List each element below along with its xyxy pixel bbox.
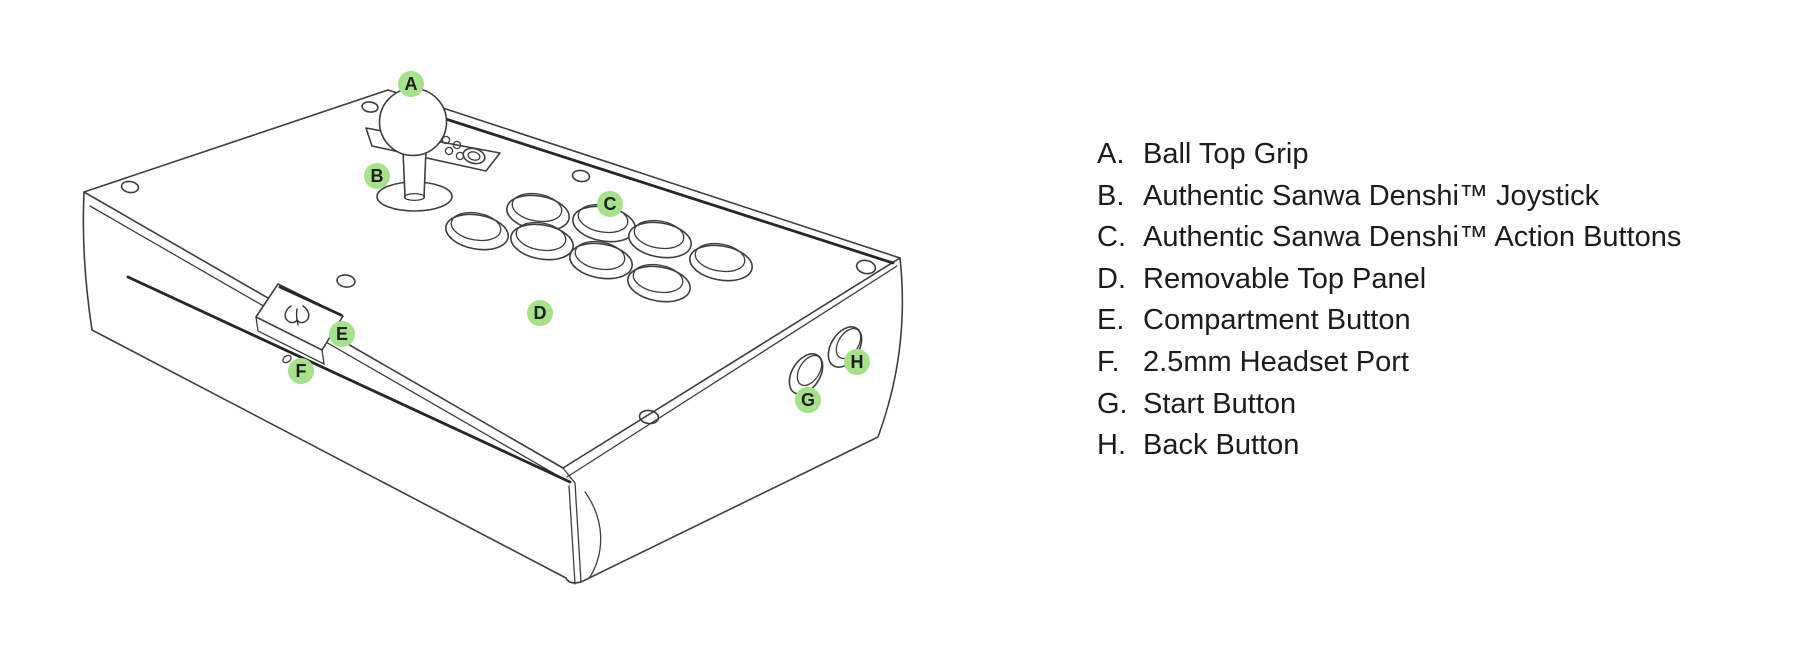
legend-item: F. 2.5mm Headset Port (1097, 342, 1681, 384)
parts-legend: A. Ball Top Grip B. Authentic Sanwa Denshi… (1097, 134, 1681, 467)
screw-hole (120, 180, 140, 194)
shadow-front-left (126, 275, 572, 484)
arcade-stick-illustration (82, 87, 904, 585)
corner-post-line1 (574, 482, 582, 583)
action-button (628, 219, 692, 259)
legend-key: B. (1097, 179, 1125, 212)
shadow-back-right (394, 101, 895, 265)
legend-item: C. Authentic Sanwa Denshi™ Action Buttons (1097, 217, 1681, 259)
legend-label: Compartment Button (1143, 304, 1411, 337)
screw-hole (336, 274, 356, 288)
corner-curve (584, 491, 602, 578)
joystick (376, 87, 453, 212)
callout-badge-g: G (795, 387, 821, 413)
callout-badge-a: A (398, 71, 424, 97)
legend-key: C. (1097, 221, 1126, 254)
legend-label: Ball Top Grip (1143, 138, 1309, 170)
callout-badge-d: D (527, 300, 553, 326)
joystick-shaft (402, 149, 427, 198)
callout-badge-f: F (288, 358, 314, 384)
rim-seam-front-right (566, 265, 898, 478)
callout-badge-e: E (329, 321, 355, 347)
compartment-door-lip (255, 316, 325, 366)
legend-label: Start Button (1143, 387, 1297, 420)
legend-label: Authentic Sanwa Denshi™ Action Buttons (1143, 221, 1682, 254)
legend-item: B. Authentic Sanwa Denshi™ Joystick (1097, 176, 1681, 218)
headset-port (282, 354, 292, 364)
compartment-door (255, 283, 344, 351)
callout-badge-c: C (597, 191, 623, 217)
legend-key: F. (1097, 345, 1120, 378)
razer-logo-icon (284, 305, 310, 326)
legend-item: G. Start Button (1097, 384, 1681, 426)
screw-hole (638, 409, 660, 425)
legend-label: Removable Top Panel (1143, 262, 1427, 295)
action-button (445, 211, 509, 251)
legend-label: 2.5mm Headset Port (1143, 345, 1409, 378)
screw-hole (855, 259, 877, 275)
start-button (788, 353, 824, 395)
ball-top (378, 87, 448, 157)
action-button (569, 240, 633, 280)
action-button (627, 263, 691, 303)
panel-edge-front-right (562, 257, 901, 469)
bevel-join (562, 467, 576, 484)
case-silhouette (82, 89, 904, 584)
legend-key: G. (1097, 387, 1128, 420)
screw-hole (361, 101, 379, 113)
legend-item: E. Compartment Button (1097, 300, 1681, 342)
legend-key: H. (1097, 429, 1126, 462)
legend-key: E. (1097, 304, 1125, 337)
corner-post-line2 (568, 485, 576, 585)
callout-badge-b: B (364, 163, 390, 189)
callout-badge-h: H (844, 349, 870, 375)
screw-hole (571, 169, 591, 183)
legend-label: Back Button (1143, 429, 1300, 462)
legend-key: D. (1097, 262, 1126, 295)
legend-item: D. Removable Top Panel (1097, 259, 1681, 301)
action-buttons (445, 192, 753, 303)
legend-label: Authentic Sanwa Denshi™ Joystick (1143, 179, 1600, 212)
legend-item: H. Back Button (1097, 425, 1681, 467)
action-button (689, 242, 753, 282)
legend-key: A. (1097, 138, 1125, 170)
compartment-door-slot (278, 285, 343, 317)
action-button (510, 221, 574, 261)
legend-item: A. Ball Top Grip (1097, 134, 1681, 176)
